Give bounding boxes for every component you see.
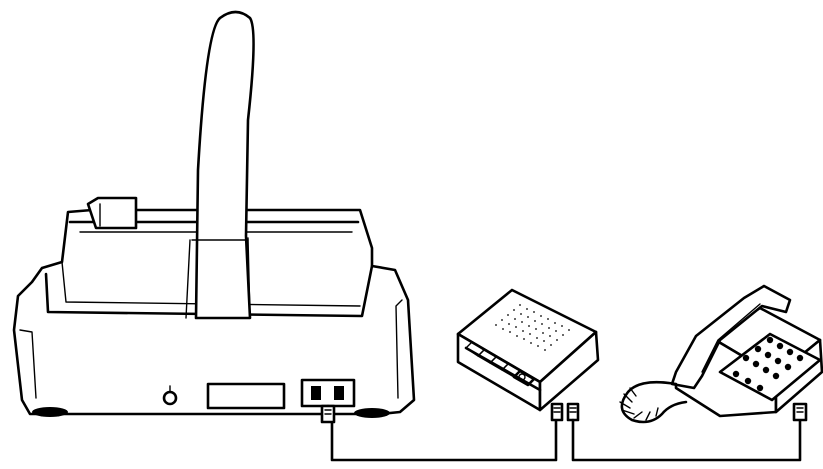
paper-support bbox=[192, 12, 254, 318]
telephone bbox=[620, 286, 822, 422]
answering-to-telephone-cable bbox=[573, 420, 800, 460]
answering-machine bbox=[458, 290, 598, 420]
